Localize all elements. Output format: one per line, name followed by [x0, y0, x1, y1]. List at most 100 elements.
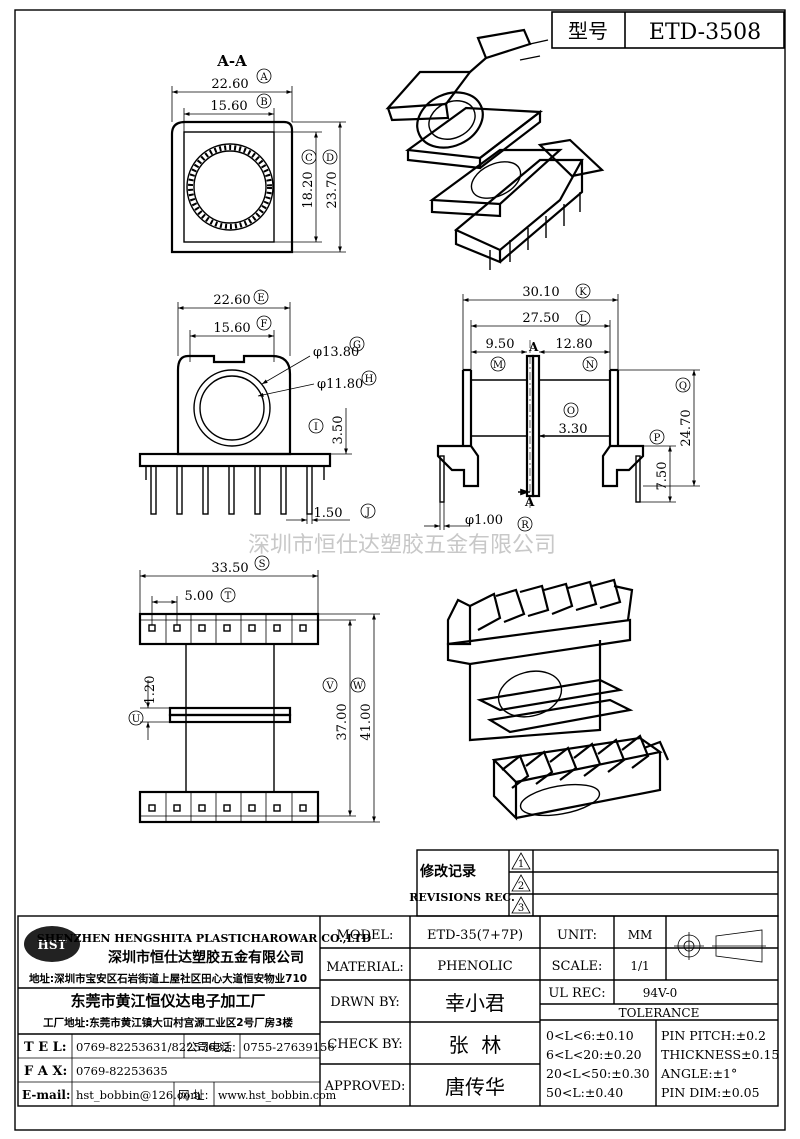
section-mark-bottom: A — [524, 495, 535, 509]
email-label: E-mail: — [22, 1088, 70, 1102]
approved-label: APPROVED: — [324, 1079, 406, 1094]
pin-dim: PIN DIM:±0.05 — [661, 1085, 760, 1100]
company-logo — [24, 926, 80, 962]
thickness: THICKNESS±0.15 — [661, 1047, 779, 1062]
marker-l: L — [580, 314, 587, 325]
tolerance-2: 6<L<20:±0.20 — [546, 1047, 642, 1062]
marker-g: G — [353, 340, 361, 351]
dim-c: 18.20 — [301, 171, 316, 208]
tel-value: 0769-82253631/82253632 — [76, 1040, 230, 1054]
fax-value: 0769-82253635 — [76, 1064, 168, 1078]
marker-n: N — [586, 360, 595, 371]
factory-address: 工厂地址:东莞市黄江镇大冚村宫源工业区2号厂房3楼 — [43, 1016, 293, 1029]
drawn-label: DRWN BY: — [330, 995, 399, 1010]
scale-label: SCALE: — [552, 959, 603, 974]
dim-i: 3.50 — [331, 416, 346, 445]
part-header: 型号 ETD-3508 — [551, 11, 785, 49]
marker-o: O — [567, 406, 575, 417]
company-logo-text: HST — [38, 938, 67, 952]
dim-p: 7.50 — [655, 462, 670, 491]
company-phone-value: 0755-27639156 — [243, 1040, 335, 1054]
marker-b: B — [260, 97, 267, 108]
projection-symbol-icon — [674, 929, 766, 963]
revisions-block: 修改记录 REVISIONS REC. 1 2 3 — [409, 849, 779, 917]
web-label: 网 址: — [178, 1088, 209, 1102]
watermark: 深圳市恒仕达塑胶五金有限公司 — [248, 533, 556, 558]
part-label: 型号 — [568, 19, 608, 43]
marker-s: S — [259, 559, 266, 570]
ul-value: 94V-0 — [643, 986, 678, 1000]
marker-i: I — [314, 422, 318, 433]
material-value: PHENOLIC — [437, 959, 512, 974]
dim-b: 15.60 — [210, 99, 247, 114]
revisions-label-en: REVISIONS REC. — [409, 891, 515, 904]
email-value: hst_bobbin@126.com — [76, 1088, 201, 1102]
marker-p: P — [654, 433, 661, 444]
revision-1: 1 — [518, 859, 524, 870]
tolerance-3: 20<L<50:±0.30 — [546, 1066, 650, 1081]
marker-k: K — [579, 287, 587, 298]
company-phone-label: 公司电话: — [186, 1040, 236, 1054]
marker-v: V — [325, 681, 334, 692]
marker-w: W — [353, 681, 364, 692]
dim-u: 1.20 — [143, 676, 158, 705]
marker-c: C — [305, 153, 313, 164]
dim-w: 41.00 — [359, 703, 374, 740]
marker-q: Q — [679, 381, 687, 392]
sheet-border — [14, 9, 786, 1131]
unit-value: MM — [628, 928, 653, 942]
company-address: 地址:深圳市宝安区石岩街道上屋社区田心大道恒安物业710 — [29, 972, 307, 985]
fax-label: F A X: — [24, 1064, 67, 1079]
check-label: CHECK BY: — [327, 1037, 402, 1052]
dim-v: 37.00 — [335, 703, 350, 740]
marker-h: H — [365, 374, 374, 385]
scale-value: 1/1 — [630, 959, 649, 973]
part-number: ETD-3508 — [649, 20, 761, 45]
dim-h: φ11.80 — [317, 377, 363, 392]
dim-q: 24.70 — [679, 409, 694, 446]
dim-g: φ13.80 — [313, 345, 359, 360]
section-label: A-A — [216, 52, 247, 70]
model-value: ETD-35(7+7P) — [427, 928, 523, 943]
marker-j: J — [365, 507, 370, 518]
tolerance-label: TOLERANCE — [619, 1006, 700, 1020]
tolerance-1: 0<L<6:±0.10 — [546, 1028, 634, 1043]
marker-e: E — [257, 293, 264, 304]
dim-o: 3.30 — [559, 422, 588, 437]
revisions-label-cn: 修改记录 — [419, 863, 476, 880]
company-name-en: SHENZHEN HENGSHITA PLASTICHAROWAR CO.,LT… — [37, 932, 372, 945]
tolerance-4: 50<L:±0.40 — [546, 1085, 623, 1100]
dim-e: 22.60 — [213, 293, 250, 308]
model-label: MODEL: — [337, 928, 394, 943]
dim-s: 33.50 — [211, 561, 248, 576]
marker-a: A — [259, 72, 268, 83]
revision-2: 2 — [518, 881, 524, 892]
company-name-cn: 深圳市恒仕达塑胶五金有限公司 — [108, 949, 304, 966]
dim-f: 15.60 — [213, 321, 250, 336]
pin-pitch: PIN PITCH:±0.2 — [661, 1028, 766, 1043]
marker-m: M — [493, 360, 503, 371]
material-label: MATERIAL: — [326, 960, 403, 975]
dim-d: 23.70 — [325, 171, 340, 208]
side-view: A A 30.10 K 27.50 L 9.50 M 12.80 N O 3.3… — [424, 283, 700, 532]
dim-r: φ1.00 — [465, 513, 503, 528]
title-block: HST SHENZHEN HENGSHITA PLASTICHAROWAR CO… — [17, 915, 779, 1107]
revision-3: 3 — [518, 903, 524, 914]
marker-u: U — [132, 714, 140, 725]
dim-a: 22.60 — [211, 77, 248, 92]
section-mark-top: A — [528, 340, 539, 354]
drawn-value: 幸小君 — [445, 991, 505, 1015]
marker-t: T — [225, 591, 232, 602]
dim-m: 9.50 — [486, 337, 515, 352]
isometric-view-top — [385, 28, 605, 270]
unit-label: UNIT: — [557, 928, 597, 943]
factory-name: 东莞市黄江恒仪达电子加工厂 — [70, 992, 265, 1010]
web-value: www.hst_bobbin.com — [218, 1089, 337, 1102]
marker-f: F — [261, 319, 268, 330]
isometric-view-bottom — [446, 578, 670, 821]
angle: ANGLE:±1° — [660, 1066, 737, 1081]
dim-t: 5.00 — [185, 589, 214, 604]
dim-k: 30.10 — [522, 285, 559, 300]
dim-j: 1.50 — [314, 506, 343, 521]
